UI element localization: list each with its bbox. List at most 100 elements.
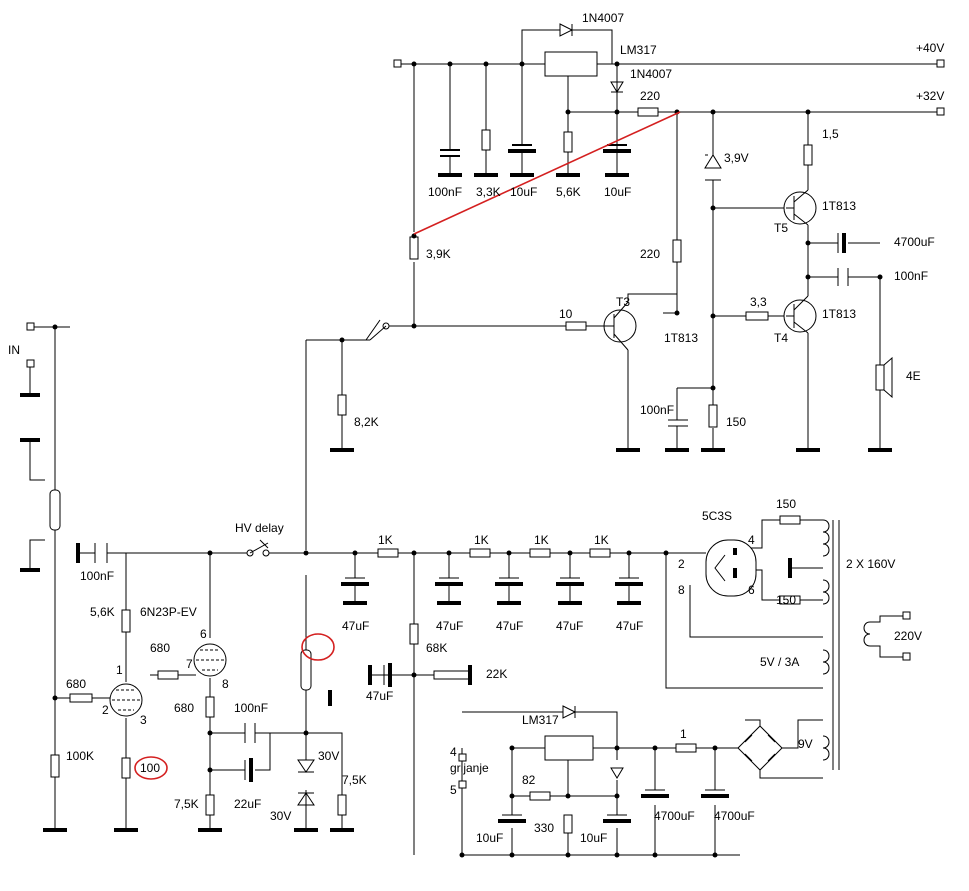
label-r1k-a: 1K: [378, 533, 393, 547]
red-circle-relay: [301, 633, 335, 661]
label-t5: T5: [774, 221, 788, 235]
capacitors: [94, 144, 849, 823]
label-r68k: 68K: [426, 641, 447, 655]
label-t3: T3: [616, 295, 630, 309]
label-r100k: 100K: [66, 749, 94, 763]
label-t5-type: 1T813: [822, 199, 856, 213]
label-c4700-top: 4700uF: [894, 235, 935, 249]
label-r22k: 22K: [486, 667, 507, 681]
label-r82k: 8,2K: [354, 415, 379, 429]
label-heat-4: 4: [450, 745, 457, 759]
label-r1k-d: 1K: [594, 533, 609, 547]
label-r15: 1,5: [822, 127, 839, 141]
label-r680-a: 680: [150, 641, 170, 655]
label-v32: +32V: [916, 89, 944, 103]
label-in: IN: [8, 343, 20, 357]
label-rect-pin6: 6: [748, 583, 755, 597]
label-pin1: 1: [116, 663, 123, 677]
speaker-4e: [875, 356, 893, 399]
label-lm317-bot: LM317: [522, 713, 559, 727]
label-secondary-hv: 2 X 160V: [846, 557, 895, 571]
label-d-top: 1N4007: [582, 11, 624, 25]
label-c10u-b: 10uF: [604, 185, 631, 199]
label-v40: +40V: [916, 41, 944, 55]
label-c4700-b: 4700uF: [714, 809, 755, 823]
label-secondary-lv: 9V: [798, 737, 813, 751]
label-c22u: 22uF: [234, 797, 261, 811]
label-r1k-c: 1K: [534, 533, 549, 547]
label-r1k-b: 1K: [474, 533, 489, 547]
wiring: [29, 29, 940, 856]
label-r220-mid: 220: [640, 247, 660, 261]
label-c100n-mid: 100nF: [234, 701, 268, 715]
junction-dots: [52, 61, 883, 858]
label-r1-bot: 1: [680, 727, 687, 741]
label-pin7: 7: [186, 657, 193, 671]
label-pin2: 2: [102, 703, 109, 717]
transformer: [822, 519, 903, 761]
label-c100n-right: 100nF: [894, 269, 928, 283]
label-z30-b: 30V: [270, 809, 291, 823]
label-r220-top: 220: [640, 89, 660, 103]
label-pin6: 6: [200, 627, 207, 641]
label-r33: 3,3: [750, 295, 767, 309]
label-rect-pin8: 8: [678, 583, 685, 597]
label-r330: 330: [534, 821, 554, 835]
label-r150-a: 150: [776, 497, 796, 511]
resistors: [50, 51, 813, 834]
label-tube-6n23: 6N23P-EV: [140, 605, 197, 619]
label-c4700-a: 4700uF: [654, 809, 695, 823]
label-r39k: 3,9K: [426, 247, 451, 261]
label-r75k-a: 7,5K: [174, 797, 199, 811]
label-c47u-b: 47uF: [436, 619, 463, 633]
label-heat-5: 5: [450, 783, 457, 797]
component-labels: 1N4007 LM317 +40V 1N4007 220 +32V 100nF …: [8, 11, 944, 845]
label-z39: 3,9V: [724, 151, 749, 165]
label-tube-5c3s: 5C3S: [702, 509, 732, 523]
label-c100n-t3: 100nF: [640, 403, 674, 417]
label-t3-type: 1T813: [664, 331, 698, 345]
label-r33k: 3,3K: [476, 185, 501, 199]
label-r82: 82: [522, 773, 536, 787]
label-speaker: 4E: [906, 369, 921, 383]
label-c47u-d: 47uF: [556, 619, 583, 633]
label-t4-type: 1T813: [822, 307, 856, 321]
vacuum-tubes: [109, 539, 757, 717]
label-mains: 220V: [894, 629, 922, 643]
label-c10u-d: 10uF: [580, 831, 607, 845]
label-rect-pin2: 2: [678, 557, 685, 571]
label-c100n-in: 100nF: [80, 569, 114, 583]
ground-symbols: [20, 173, 892, 832]
label-c47u-c: 47uF: [496, 619, 523, 633]
switches: [49, 319, 390, 691]
label-c47u-a: 47uF: [342, 619, 369, 633]
label-lm317-top: LM317: [620, 43, 657, 57]
red-circle-100: [134, 756, 168, 780]
red-feedback-line: [413, 111, 681, 235]
label-z30-a: 30V: [318, 749, 339, 763]
terminals: [26, 59, 945, 789]
label-d-mid: 1N4007: [630, 67, 672, 81]
label-c10u-a: 10uF: [510, 185, 537, 199]
label-r10: 10: [559, 307, 573, 321]
label-r680-c: 680: [174, 701, 194, 715]
diodes: [297, 23, 776, 806]
red-annotations: [134, 111, 681, 780]
label-r150-b: 150: [776, 593, 796, 607]
label-r56k: 5,6K: [556, 185, 581, 199]
label-pin3: 3: [140, 713, 147, 727]
label-t4: T4: [774, 331, 788, 345]
label-r75k-b: 7,5K: [342, 773, 367, 787]
label-heater: 5V / 3A: [760, 655, 799, 669]
label-c47u-e: 47uF: [616, 619, 643, 633]
label-c47u-f: 47uF: [366, 689, 393, 703]
label-r100: 100: [140, 761, 160, 775]
label-grijanje: grijanje: [450, 761, 489, 775]
label-rect-pin4: 4: [748, 533, 755, 547]
transistors: [603, 189, 817, 351]
label-r150-t3: 150: [726, 415, 746, 429]
label-hv-delay: HV delay: [235, 521, 284, 535]
label-c10u-c: 10uF: [476, 831, 503, 845]
label-r56k-left: 5,6K: [90, 605, 115, 619]
